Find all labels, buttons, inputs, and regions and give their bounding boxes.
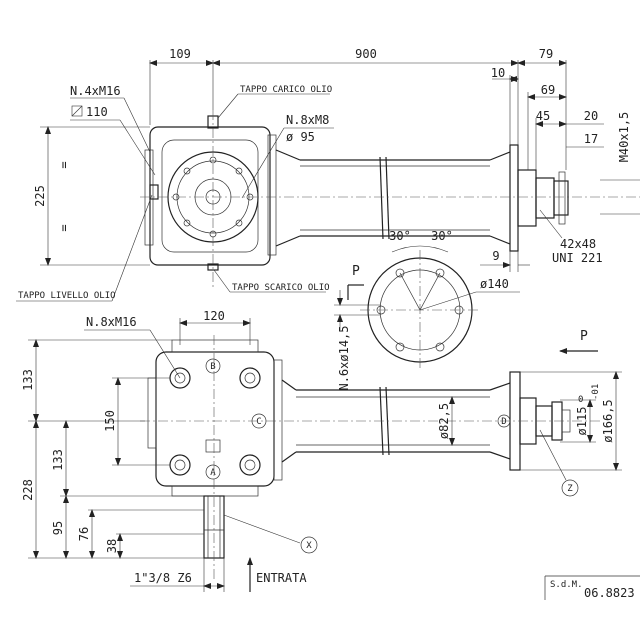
angle-30-right: 30° [431, 229, 453, 243]
level-plug-label: TAPPO LIVELLO OLIO [18, 291, 116, 301]
view-p-arrow-label: P [580, 329, 588, 344]
flange-square-110: 110 [86, 105, 108, 119]
dim-109: 109 [169, 47, 191, 61]
dim-d82-5: ø82,5 [437, 403, 451, 439]
bolts-top: N.4xM16 [70, 84, 121, 98]
entrata-label: ENTRATA [256, 571, 307, 585]
uni-221: UNI 221 [552, 251, 603, 265]
view-p-label: P [352, 264, 360, 279]
dim-120: 120 [203, 309, 225, 323]
dim-17: 17 [584, 132, 598, 146]
mark-c: C [256, 417, 261, 427]
top-dimensions: 109 900 79 10 69 45 20 17 M40x1,5 225 = … [16, 47, 640, 391]
title-block: S.d.M. 06.8823 [544, 575, 640, 600]
mark-d: D [501, 417, 506, 427]
dim-d166-5: ø166,5 [601, 399, 615, 442]
dim-9: 9 [492, 249, 499, 263]
bolts-front: N.8xM16 [86, 315, 137, 329]
dim-150: 150 [103, 410, 117, 432]
mark-a: A [210, 468, 216, 478]
flange-view-p [360, 245, 480, 370]
eq-mark-1: = [57, 161, 71, 168]
dim-45: 45 [536, 109, 550, 123]
dim-79: 79 [539, 47, 553, 61]
tol-upper: 0 [578, 395, 583, 405]
dim-225: 225 [33, 185, 47, 207]
drain-plug-label: TAPPO SCARICO OLIO [232, 283, 330, 293]
thread-m40: M40x1,5 [617, 112, 631, 163]
dim-d115: ø115 [575, 407, 589, 436]
mark-x: X [306, 541, 312, 551]
dim-133-top: 133 [21, 369, 35, 391]
front-dimensions: N.8xM16 120 133 133 228 150 95 76 38 1" [21, 309, 622, 592]
dim-20: 20 [584, 109, 598, 123]
dim-76: 76 [77, 527, 91, 541]
front-view: B A C D [140, 335, 600, 580]
company-name: S.d.M. [550, 580, 583, 590]
top-view [140, 110, 640, 290]
key-42x48: 42x48 [560, 237, 596, 251]
dim-d95: ø 95 [286, 130, 315, 144]
dim-900: 900 [355, 47, 377, 61]
dim-10: 10 [491, 66, 505, 80]
dim-69: 69 [541, 83, 555, 97]
drawing-code: 06.8823 [584, 586, 635, 600]
angle-30-left: 30° [389, 229, 411, 243]
holes-6x14-5: N.6xø14,5 [337, 325, 351, 390]
mark-z: Z [567, 484, 573, 494]
dim-133-bottom: 133 [51, 449, 65, 471]
shaft-in-spec: 1"3/8 Z6 [134, 571, 192, 585]
dim-d140: ø140 [480, 277, 509, 291]
fill-plug-label: TAPPO CARICO OLIO [240, 85, 332, 95]
dim-38: 38 [105, 539, 119, 553]
dim-228: 228 [21, 479, 35, 501]
bolts-m8: N.8xM8 [286, 113, 329, 127]
dim-95-bottom: 95 [51, 521, 65, 535]
mark-b: B [210, 362, 215, 372]
tol-lower: -01 [591, 384, 601, 400]
eq-mark-2: = [57, 224, 71, 231]
